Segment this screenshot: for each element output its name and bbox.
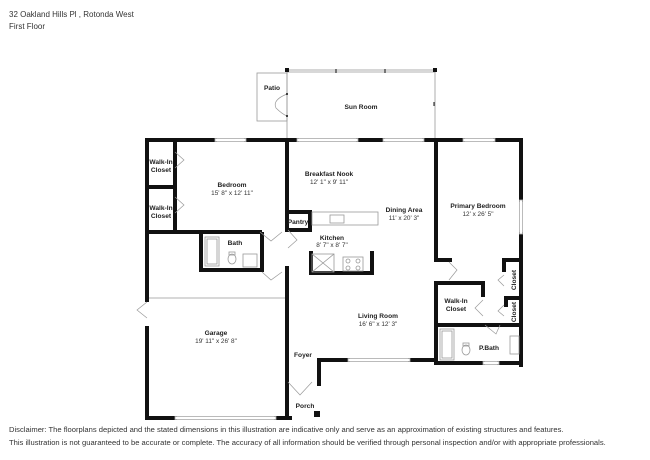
pantry-label: Pantry	[288, 219, 309, 226]
breakfast-nook-dims: 12' 1" x 9' 11"	[310, 179, 348, 186]
disclaimer-line-1: Disclaimer: The floorplans depicted and …	[9, 425, 564, 434]
exterior-walls	[145, 138, 523, 420]
porch-label: Porch	[296, 403, 315, 410]
patio-outline	[256, 72, 288, 122]
property-address: 32 Oakland Hills Pl , Rotonda West	[9, 10, 134, 19]
garage-label: Garage	[205, 330, 228, 337]
patio-label: Patio	[264, 85, 280, 92]
primary-bedroom-dims: 12' x 26' 5"	[462, 211, 493, 218]
walk-in-closet-2-label-2: Closet	[151, 213, 172, 220]
interior-walls	[145, 138, 523, 417]
bedroom-dims: 15' 8" x 12' 11"	[211, 190, 253, 197]
floor-label: First Floor	[9, 22, 45, 31]
bath-label: Bath	[228, 240, 243, 247]
walk-in-closet-1-label-2: Closet	[151, 167, 172, 174]
bedroom-label: Bedroom	[218, 182, 247, 189]
p-bath-label: P.Bath	[479, 345, 499, 352]
dining-area-label: Dining Area	[386, 207, 423, 214]
kitchen-dims: 8' 7" x 8' 7"	[316, 242, 348, 249]
primary-bedroom-label: Primary Bedroom	[450, 203, 505, 210]
sun-room-label: Sun Room	[345, 104, 378, 111]
walk-in-closet-1-label-1: Walk-In	[149, 159, 172, 166]
living-room-label: Living Room	[358, 313, 398, 320]
doors	[136, 151, 505, 396]
breakfast-nook-label: Breakfast Nook	[305, 171, 354, 178]
closet-1-label: Closet	[511, 269, 518, 290]
primary-walk-in-closet-label-1: Walk-In	[444, 298, 467, 305]
garage-dims: 19' 11" x 26' 8"	[195, 338, 237, 345]
living-room-dims: 16' 6" x 12' 3"	[359, 321, 398, 328]
kitchen-label: Kitchen	[320, 235, 344, 242]
walk-in-closet-2-label-1: Walk-In	[149, 205, 172, 212]
disclaimer-line-2: This illustration is not guaranteed to b…	[9, 438, 606, 447]
foyer-label: Foyer	[294, 352, 312, 359]
fixtures	[149, 211, 520, 361]
closet-2-label: Closet	[511, 301, 518, 322]
primary-walk-in-closet-label-2: Closet	[446, 306, 467, 313]
dining-area-dims: 11' x 20' 3"	[389, 215, 420, 222]
